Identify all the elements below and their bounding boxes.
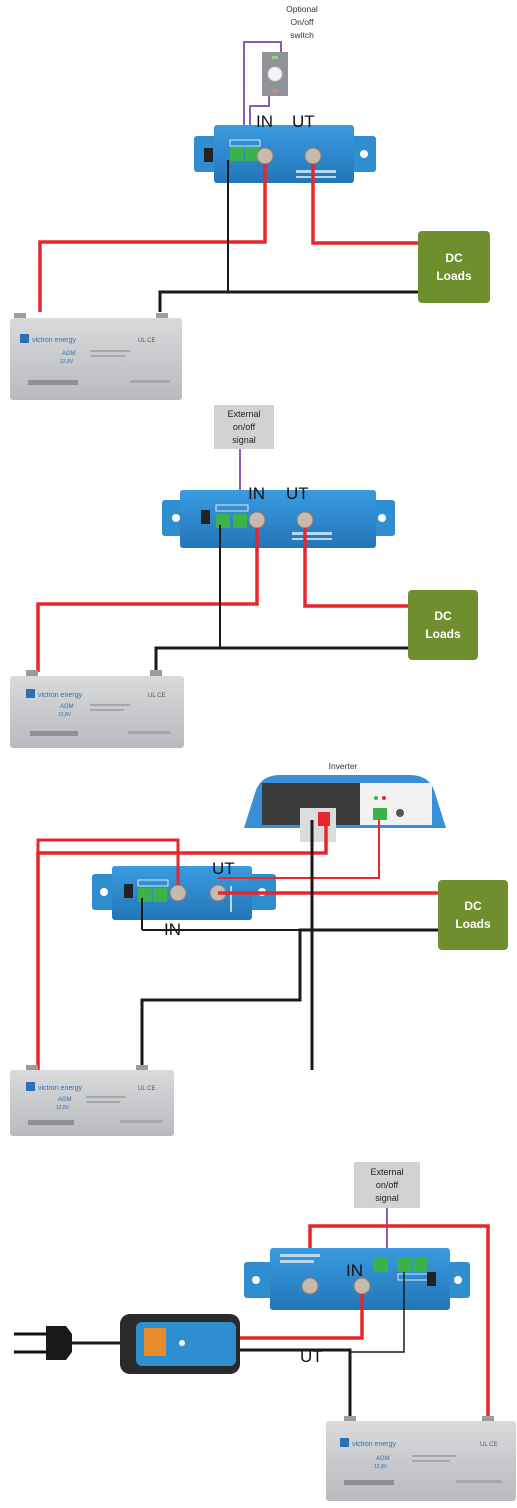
battery-voltage: 12,8V — [56, 1105, 70, 1111]
dc-loads-box: DC Loads — [408, 590, 478, 660]
battery-brand: victron energy — [38, 1085, 82, 1092]
battery-protect — [194, 125, 376, 183]
signal-line2: on/off — [233, 422, 256, 432]
battery-marks: UL CE — [480, 1442, 497, 1448]
ut-label: UT — [212, 859, 235, 878]
battery-protect — [244, 1248, 470, 1310]
negative-sense-wire — [350, 1272, 405, 1353]
loads-line1: DC — [464, 899, 482, 913]
load-positive-wire — [303, 528, 408, 608]
in-label: IN — [256, 112, 273, 131]
battery: victron energy AGM 12,8V UL CE — [10, 670, 184, 748]
battery: victron energy AGM 12,8V UL CE — [326, 1416, 516, 1501]
battery-marks: UL CE — [138, 338, 155, 344]
signal-line3: signal — [375, 1193, 399, 1203]
plug-pins — [14, 1332, 46, 1354]
signal-line1: External — [370, 1167, 403, 1177]
charger — [14, 1314, 240, 1374]
positive-wire — [36, 825, 328, 1070]
ut-label: UT — [292, 112, 315, 131]
ut-label: UT — [286, 484, 309, 503]
diagram-2: External on/off signal IN UT DC — [10, 405, 478, 748]
battery-type: AGM — [60, 704, 74, 710]
battery-voltage: 12,8V — [58, 712, 72, 718]
diagram-3: Inverter UT IN — [10, 761, 508, 1136]
signal-positive-wire — [218, 820, 380, 879]
in-label: IN — [346, 1261, 363, 1280]
diagram-4: External on/off signal IN UT — [14, 1162, 516, 1501]
charger-negative-wire — [240, 1348, 352, 1422]
battery-protect — [162, 490, 395, 548]
battery-marks: UL CE — [138, 1086, 155, 1092]
charger-positive-wire — [240, 1294, 364, 1340]
battery-brand: victron energy — [38, 692, 82, 699]
in-label: IN — [248, 484, 265, 503]
signal-wire — [243, 41, 282, 150]
dc-loads-box: DC Loads — [418, 231, 490, 303]
battery-brand: victron energy — [352, 1441, 396, 1448]
positive-wire — [36, 838, 180, 885]
negative-wire — [140, 928, 438, 1068]
signal-line3: signal — [232, 435, 256, 445]
battery-voltage: 12,8V — [60, 359, 74, 365]
signal-line1: External — [227, 409, 260, 419]
external-signal-box — [214, 405, 274, 449]
loads-line2: Loads — [455, 917, 491, 931]
battery-voltage: 12,8V — [374, 1464, 388, 1470]
battery-type: AGM — [58, 1097, 72, 1103]
battery-type: AGM — [376, 1456, 390, 1462]
on-off-switch[interactable] — [262, 52, 288, 96]
battery: victron energy AGM 12,8V UL CE — [10, 1065, 174, 1136]
signal-line2: on/off — [376, 1180, 399, 1190]
battery: victron energy AGM 12,8V UL CE — [10, 313, 182, 400]
negative-wire — [158, 290, 418, 312]
inverter — [244, 775, 446, 842]
switch-label-line3: switch — [290, 30, 314, 40]
negative-wire — [154, 646, 408, 672]
diagram-1: Optional On/off switch IN — [10, 4, 490, 400]
battery-type: AGM — [62, 351, 76, 357]
dc-loads-box: DC Loads — [438, 880, 508, 950]
positive-wire — [36, 528, 259, 672]
loads-line1: DC — [434, 609, 452, 623]
battery-brand: victron energy — [32, 337, 76, 344]
switch-label-line2: On/off — [291, 17, 315, 27]
load-positive-wire — [311, 164, 418, 245]
loads-line2: Loads — [425, 627, 461, 641]
loads-line2: Loads — [436, 269, 472, 283]
battery-marks: UL CE — [148, 693, 165, 699]
ut-label: UT — [300, 1347, 323, 1366]
switch-label-line1: Optional — [286, 4, 318, 14]
external-signal-box — [354, 1162, 420, 1208]
loads-line1: DC — [445, 251, 463, 265]
inverter-label: Inverter — [329, 761, 358, 771]
positive-wire — [38, 164, 267, 312]
